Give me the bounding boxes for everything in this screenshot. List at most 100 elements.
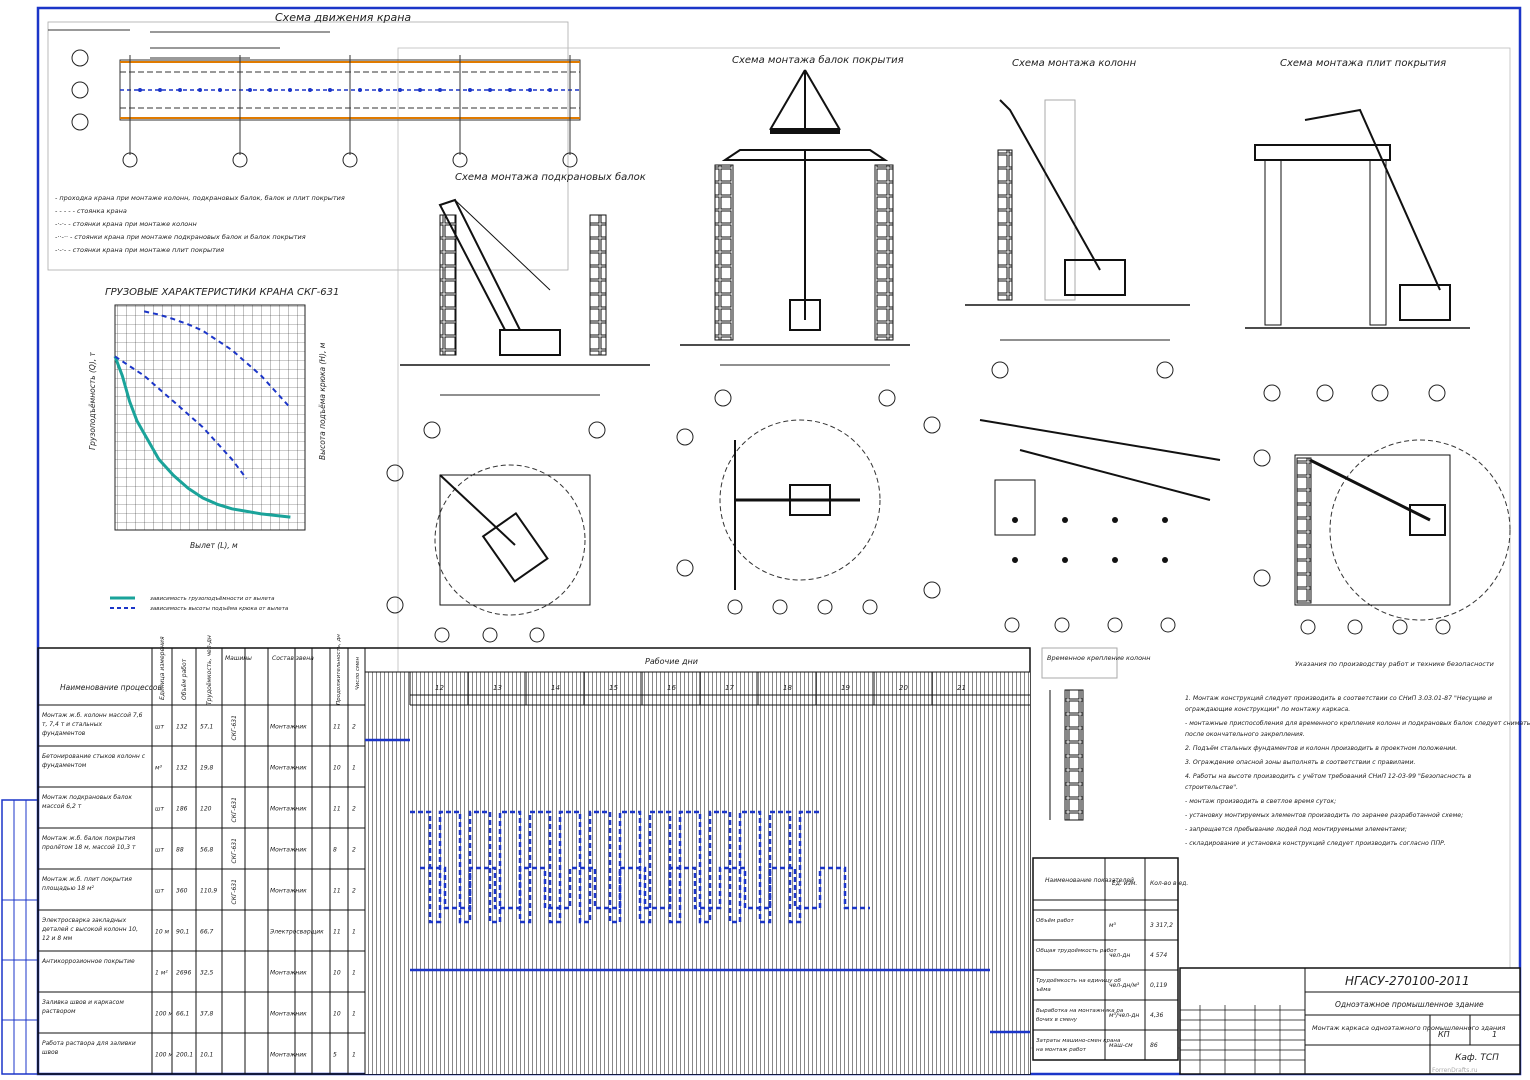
schedule-cell: 120 bbox=[200, 806, 212, 813]
schedule-cell: 10 bbox=[333, 1011, 341, 1018]
note-line: - складирование и установка конструкций … bbox=[1185, 840, 1446, 847]
crane-stations bbox=[138, 88, 552, 92]
chart-y2label: Высота подъёма крюка (H), м bbox=[318, 342, 327, 460]
schedule-process-name: т, 7,4 т и стальных bbox=[42, 721, 102, 728]
schedule-cell: 11 bbox=[333, 724, 341, 731]
note-line: - запрещается пребывание людей под монти… bbox=[1185, 825, 1407, 833]
roof-beams-section: Схема монтажа балок покрытия bbox=[680, 54, 910, 407]
schedule-machine: СКГ-631 bbox=[231, 838, 238, 863]
columns-title: Схема монтажа колонн bbox=[1012, 58, 1137, 69]
crane-path-title: Схема движения крана bbox=[275, 11, 411, 24]
connection-title: Временное крепление колонн bbox=[1047, 654, 1151, 662]
schedule-process-name: фундаментом bbox=[42, 762, 87, 769]
note-line: 1. Монтаж конструкций следует производит… bbox=[1185, 695, 1492, 702]
schedule-header-labor: Трудоёмкость, чел-дн bbox=[206, 635, 213, 705]
title-block: НГАСУ-270100-2011 Одноэтажное промышленн… bbox=[1179, 967, 1521, 1075]
tep-unit: м³/чел-дн bbox=[1109, 1012, 1139, 1019]
schedule-cell: 110,9 bbox=[200, 888, 217, 895]
columns-plan bbox=[923, 416, 1221, 633]
schedule-process-name: раствором bbox=[41, 1008, 76, 1015]
schedule-cell: 132 bbox=[176, 724, 188, 731]
chart-series-2 bbox=[114, 355, 248, 480]
schedule-cell: Монтажник bbox=[270, 847, 307, 854]
schedule-process-name: Монтаж подкрановых балок bbox=[42, 794, 132, 801]
schedule-days-title: Рабочие дни bbox=[645, 657, 698, 666]
schedule-cell: шт bbox=[155, 806, 164, 813]
tep-unit: м³ bbox=[1109, 922, 1117, 929]
crane-path-legend: - проходка крана при монтаже колонн, под… bbox=[55, 194, 345, 254]
sheet-number: 1 bbox=[1492, 1030, 1497, 1039]
schedule-cell: 56,8 bbox=[200, 847, 214, 854]
tep-header-name: Наименование показателей bbox=[1045, 877, 1134, 884]
tep-table: Наименование показателей Ед. изм. Кол-во… bbox=[1032, 857, 1188, 1061]
safety-title: Указания по производству работ и технике… bbox=[1295, 660, 1494, 668]
note-line: - монтажные приспособления для временног… bbox=[1185, 719, 1530, 727]
schedule-cell: 10 м bbox=[155, 929, 170, 936]
schedule-day: 18 bbox=[783, 684, 792, 692]
schedule-header-machine: Машины bbox=[225, 655, 252, 662]
schedule-process-name: фундаментов bbox=[42, 730, 86, 737]
schedule-cell: 88 bbox=[176, 847, 184, 854]
schedule-cell: 19,8 bbox=[200, 765, 214, 772]
schedule-header-duration: Продолжительность, дн bbox=[336, 634, 342, 705]
tep-name: Общая трудоёмкость работ bbox=[1036, 948, 1118, 954]
schedule-cell: 90,1 bbox=[176, 929, 189, 936]
note-line: 3. Ограждение опасной зоны выполнять в с… bbox=[1185, 759, 1415, 766]
tep-name: Трудоёмкость на единицу об bbox=[1036, 978, 1121, 984]
schedule-cell: 5 bbox=[333, 1052, 337, 1059]
schedule-cell: 10,1 bbox=[200, 1052, 213, 1059]
schedule-header-crew: Состав звена bbox=[272, 655, 314, 662]
schedule-cell: шт bbox=[155, 847, 164, 854]
building-title: Одноэтажное промышленное здание bbox=[1335, 1000, 1484, 1009]
roof-beams-plan bbox=[676, 419, 881, 615]
schedule-day: 15 bbox=[609, 684, 618, 692]
schedule-cell: 57,1 bbox=[200, 724, 213, 731]
schedule-machine: СКГ-631 bbox=[231, 879, 238, 904]
schedule-day: 21 bbox=[957, 684, 966, 692]
schedule-process-name: площадью 18 м² bbox=[42, 885, 94, 892]
schedule-process-name: Монтаж ж.б. балок покрытия bbox=[42, 835, 136, 842]
schedule-cell: 186 bbox=[176, 806, 188, 813]
chart-legend-2: зависимость высоты подъёма крюка от выле… bbox=[150, 606, 289, 612]
tep-value: 0,119 bbox=[1150, 982, 1167, 989]
schedule-cell: 37,8 bbox=[200, 1011, 214, 1018]
tep-value: 4 574 bbox=[1150, 952, 1167, 959]
legend-line-1: - проходка крана при монтаже колонн, под… bbox=[55, 194, 345, 202]
note-line: ограждающие конструкции" по монтажу карк… bbox=[1185, 706, 1350, 713]
schedule-day: 17 bbox=[725, 684, 734, 692]
tep-name: Затраты машино-смен крана bbox=[1036, 1038, 1121, 1044]
schedule-cell: 1 bbox=[352, 765, 356, 772]
schedule-cell: Монтажник bbox=[270, 1011, 307, 1018]
note-line: 4. Работы на высоте производить с учётом… bbox=[1185, 772, 1472, 780]
crane-beams-plan bbox=[386, 464, 591, 643]
schedule-cell: Монтажник bbox=[270, 806, 307, 813]
note-line: - монтаж производить в светлое время сут… bbox=[1185, 798, 1336, 805]
schedule-cell: 66,7 bbox=[200, 929, 214, 936]
schedule-cell: 100 м bbox=[155, 1052, 173, 1059]
schedule-cell: 1 bbox=[352, 929, 356, 936]
schedule-cell: шт bbox=[155, 724, 164, 731]
legend-line-5: -·-·- - стоянки крана при монтаже плит п… bbox=[55, 246, 224, 254]
schedule-day: 12 bbox=[435, 684, 444, 692]
legend-line-2: - - - - - стоянка крана bbox=[55, 207, 127, 215]
schedule-cell: Монтажник bbox=[270, 765, 307, 772]
note-line: - установку монтируемых элементов произв… bbox=[1185, 811, 1463, 819]
schedule-cell: 66,1 bbox=[176, 1011, 189, 1018]
schedule-cell: Электросварщик bbox=[269, 929, 324, 936]
schedule-cell: 2696 bbox=[176, 970, 191, 977]
crane-path-plan: Схема движения крана bbox=[48, 11, 581, 168]
schedule-row: Бетонирование стыков колонн сфундаментом… bbox=[42, 753, 356, 772]
schedule-cell: 1 bbox=[352, 970, 356, 977]
schedule-process-name: Работа раствора для заливки bbox=[42, 1040, 136, 1047]
schedule-row: Монтаж ж.б. колонн массой 7,6т, 7,4 т и … bbox=[42, 712, 356, 741]
schedule-cell: 360 bbox=[176, 888, 188, 895]
chart-xlabel: Вылет (L), м bbox=[190, 541, 238, 550]
safety-notes: Указания по производству работ и технике… bbox=[1185, 660, 1530, 847]
